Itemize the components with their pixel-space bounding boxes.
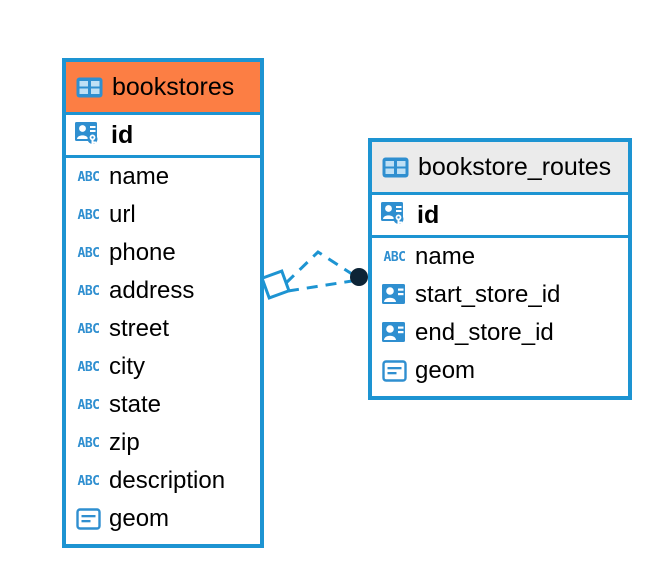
table-header-bookstores[interactable]: bookstores	[66, 62, 260, 112]
field-row-zip[interactable]: ABC zip	[66, 424, 260, 462]
foreign-key-icon	[382, 321, 407, 345]
field-label: phone	[109, 239, 176, 266]
field-list: ABC name ABC url ABC phone ABC address A…	[66, 158, 260, 538]
table-icon	[76, 77, 103, 98]
field-label: address	[109, 277, 195, 304]
abc-text-icon: ABC	[77, 245, 100, 261]
field-label: street	[109, 315, 170, 342]
field-row-url[interactable]: ABC url	[66, 196, 260, 234]
field-label: geom	[109, 505, 170, 532]
field-row-street[interactable]: ABC street	[66, 310, 260, 348]
field-label: name	[109, 163, 170, 190]
field-row-primary-key[interactable]: id	[372, 192, 628, 238]
field-row-primary-key[interactable]: id	[66, 112, 260, 158]
abc-text-icon: ABC	[77, 397, 100, 413]
abc-text-icon: ABC	[77, 473, 100, 489]
field-row-geom[interactable]: geom	[66, 500, 260, 538]
geometry-icon	[76, 508, 101, 530]
entity-table-bookstores[interactable]: bookstores id	[62, 58, 264, 548]
field-row-end-store-id[interactable]: end_store_id	[372, 314, 628, 352]
abc-text-icon: ABC	[77, 169, 100, 185]
field-row-phone[interactable]: ABC phone	[66, 234, 260, 272]
field-label: start_store_id	[415, 281, 561, 308]
field-row-name[interactable]: ABC name	[66, 158, 260, 196]
table-title: bookstore_routes	[418, 152, 612, 181]
relationship-diamond-marker[interactable]	[260, 269, 291, 300]
relationship-line-upper[interactable]	[284, 250, 353, 285]
relationship-line-lower[interactable]	[287, 279, 353, 293]
field-label: name	[415, 243, 476, 270]
field-row-name[interactable]: ABC name	[372, 238, 628, 276]
abc-text-icon: ABC	[77, 435, 100, 451]
field-label: end_store_id	[415, 319, 554, 346]
field-list: ABC name start_store_id	[372, 238, 628, 390]
table-header-bookstore-routes[interactable]: bookstore_routes	[372, 142, 628, 192]
abc-text-icon: ABC	[77, 321, 100, 337]
geometry-icon	[382, 360, 407, 382]
entity-table-bookstore-routes[interactable]: bookstore_routes id	[368, 138, 632, 400]
field-label: id	[417, 200, 440, 229]
field-label: geom	[415, 357, 476, 384]
abc-text-icon: ABC	[383, 249, 406, 265]
abc-text-icon: ABC	[77, 207, 100, 223]
field-row-start-store-id[interactable]: start_store_id	[372, 276, 628, 314]
field-row-state[interactable]: ABC state	[66, 386, 260, 424]
primary-key-icon	[75, 122, 103, 148]
primary-key-icon	[381, 202, 409, 228]
table-icon	[382, 157, 409, 178]
field-label: city	[109, 353, 145, 380]
field-label: id	[111, 120, 134, 149]
field-label: zip	[109, 429, 140, 456]
abc-text-icon: ABC	[77, 283, 100, 299]
field-row-address[interactable]: ABC address	[66, 272, 260, 310]
field-label: state	[109, 391, 162, 418]
field-row-geom[interactable]: geom	[372, 352, 628, 390]
foreign-key-icon	[382, 283, 407, 307]
table-title: bookstores	[112, 72, 235, 101]
field-row-description[interactable]: ABC description	[66, 462, 260, 500]
relationship-circle-marker[interactable]	[350, 268, 368, 286]
field-label: url	[109, 201, 136, 228]
field-label: description	[109, 467, 226, 494]
field-row-city[interactable]: ABC city	[66, 348, 260, 386]
abc-text-icon: ABC	[77, 359, 100, 375]
